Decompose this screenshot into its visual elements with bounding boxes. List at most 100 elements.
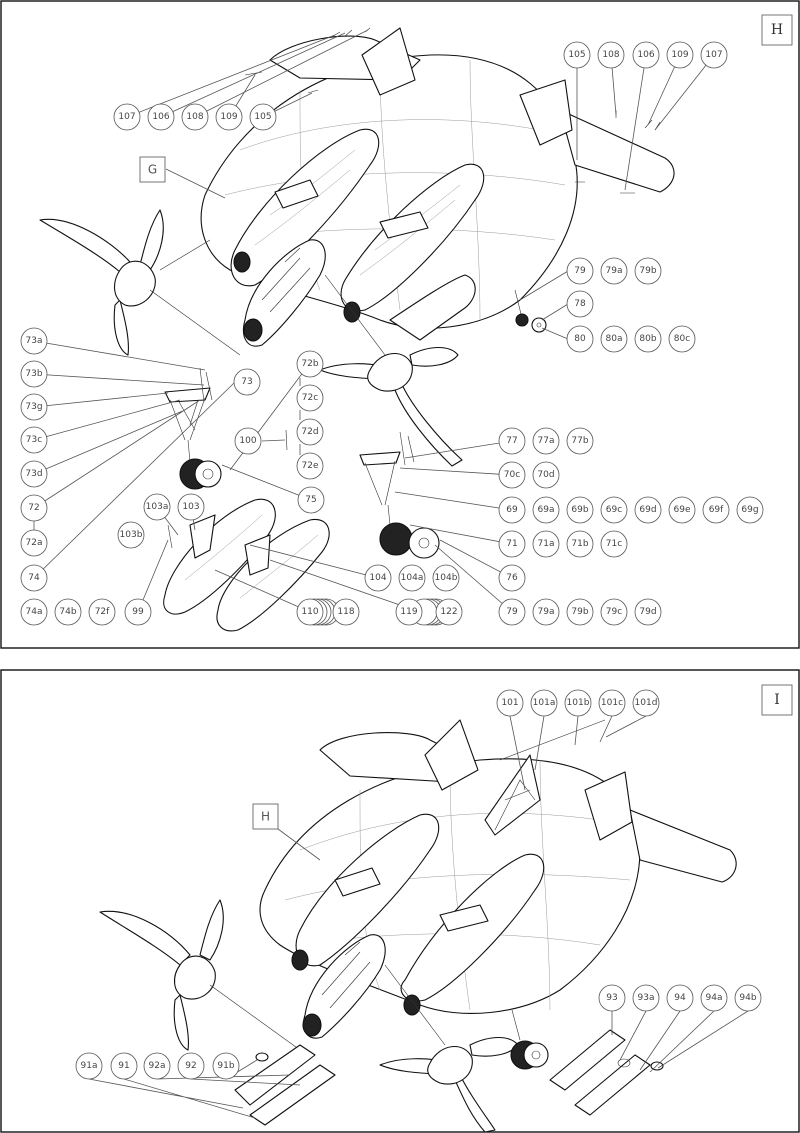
svg-text:74: 74 <box>28 573 40 583</box>
svg-text:73g: 73g <box>25 402 42 412</box>
callout-i-13: 92 <box>177 1052 205 1080</box>
svg-text:72b: 72b <box>301 359 318 369</box>
svg-text:77: 77 <box>506 436 517 446</box>
svg-text:109: 109 <box>220 112 237 122</box>
svg-text:72a: 72a <box>26 538 43 548</box>
callout-h-11: 79a <box>600 257 628 285</box>
svg-text:94: 94 <box>674 993 686 1003</box>
svg-text:110: 110 <box>301 607 318 617</box>
callout-i-10: 91a <box>75 1052 103 1080</box>
svg-text:70c: 70c <box>504 470 520 480</box>
callout-h-38: 103b <box>117 521 145 549</box>
callout-h-10: 79 <box>566 257 594 285</box>
svg-text:H: H <box>261 810 270 824</box>
callout-h-64: 122 <box>435 598 463 626</box>
callout-i-9: 94b <box>734 984 762 1012</box>
svg-text:G: G <box>148 163 157 177</box>
callout-h-48: 69c <box>600 496 628 524</box>
callout-h-25: 74 <box>20 564 48 592</box>
callout-h-9: 107 <box>700 41 728 69</box>
callout-h-0: 107 <box>113 103 141 131</box>
svg-text:108: 108 <box>602 50 619 60</box>
svg-text:99: 99 <box>132 607 144 617</box>
svg-text:73d: 73d <box>25 469 42 479</box>
panel-h: H <box>0 0 800 649</box>
callout-h-34: 100 <box>234 427 262 455</box>
svg-text:91a: 91a <box>81 1061 98 1071</box>
callout-h-55: 71b <box>566 530 594 558</box>
callout-h-49: 69d <box>634 496 662 524</box>
callout-h-22: 73d <box>20 460 48 488</box>
svg-text:108: 108 <box>186 112 203 122</box>
svg-text:79d: 79d <box>639 607 656 617</box>
ref-box-g: G <box>139 156 166 183</box>
svg-text:91: 91 <box>118 1061 129 1071</box>
callout-h-50: 69e <box>668 496 696 524</box>
callout-h-60: 104b <box>432 564 460 592</box>
svg-text:71: 71 <box>506 539 517 549</box>
callout-h-12: 79b <box>634 257 662 285</box>
svg-text:103a: 103a <box>146 502 169 512</box>
callout-i-11: 91 <box>110 1052 138 1080</box>
callout-h-39: 99 <box>124 598 152 626</box>
callout-h-13: 78 <box>566 290 594 318</box>
svg-text:80b: 80b <box>639 334 656 344</box>
callout-h-40: 77 <box>498 427 526 455</box>
svg-text:76: 76 <box>506 573 518 583</box>
svg-text:69b: 69b <box>571 505 588 515</box>
svg-text:72d: 72d <box>301 427 318 437</box>
svg-text:72: 72 <box>28 503 39 513</box>
callout-h-53: 71 <box>498 530 526 558</box>
svg-text:71a: 71a <box>538 539 555 549</box>
callout-h-28: 72f <box>88 598 116 626</box>
callout-h-8: 109 <box>666 41 694 69</box>
svg-text:73: 73 <box>241 377 252 387</box>
leader-lines-i <box>88 715 749 1119</box>
callout-h-66: 79a <box>532 598 560 626</box>
svg-text:93: 93 <box>606 993 617 1003</box>
callout-i-6: 93a <box>632 984 660 1012</box>
callout-i-3: 101c <box>598 689 626 717</box>
callout-h-57: 76 <box>498 564 526 592</box>
callout-h-61-stack: 110 <box>296 598 340 626</box>
svg-text:69c: 69c <box>606 505 622 515</box>
callout-h-67: 79b <box>566 598 594 626</box>
svg-text:79a: 79a <box>606 266 623 276</box>
svg-text:80a: 80a <box>606 334 623 344</box>
callout-h-45: 69 <box>498 496 526 524</box>
ref-box-h: H <box>252 803 279 830</box>
svg-text:93a: 93a <box>638 993 655 1003</box>
svg-text:78: 78 <box>574 299 586 309</box>
callout-i-2: 101b <box>564 689 592 717</box>
svg-text:77a: 77a <box>538 436 555 446</box>
svg-text:103: 103 <box>182 502 199 512</box>
callouts-h: 107 106 108 109 105 105 108 106 109 107 … <box>20 41 764 626</box>
callout-h-43: 70c <box>498 461 526 489</box>
svg-text:69f: 69f <box>709 505 724 515</box>
callout-h-30: 72b <box>296 350 324 378</box>
callout-i-1: 101a <box>530 689 558 717</box>
svg-text:107: 107 <box>705 50 722 60</box>
svg-text:122: 122 <box>440 607 457 617</box>
callout-h-1: 106 <box>147 103 175 131</box>
svg-text:79b: 79b <box>639 266 656 276</box>
svg-text:100: 100 <box>239 436 256 446</box>
callout-h-24: 72a <box>20 529 48 557</box>
callout-h-56: 71c <box>600 530 628 558</box>
callout-h-16: 80b <box>634 325 662 353</box>
callout-h-31: 72c <box>296 384 324 412</box>
callout-h-42: 77b <box>566 427 594 455</box>
callout-i-8: 94a <box>700 984 728 1012</box>
callout-h-32: 72d <box>296 418 324 446</box>
svg-text:80: 80 <box>574 334 586 344</box>
svg-text:69e: 69e <box>674 505 691 515</box>
svg-text:79a: 79a <box>538 607 555 617</box>
svg-text:105: 105 <box>568 50 585 60</box>
callout-h-21: 73c <box>20 426 48 454</box>
aircraft-drawing-i <box>99 719 737 1133</box>
callout-h-17: 80c <box>668 325 696 353</box>
svg-text:91b: 91b <box>217 1061 234 1071</box>
svg-text:92: 92 <box>185 1061 196 1071</box>
svg-text:74a: 74a <box>26 607 43 617</box>
